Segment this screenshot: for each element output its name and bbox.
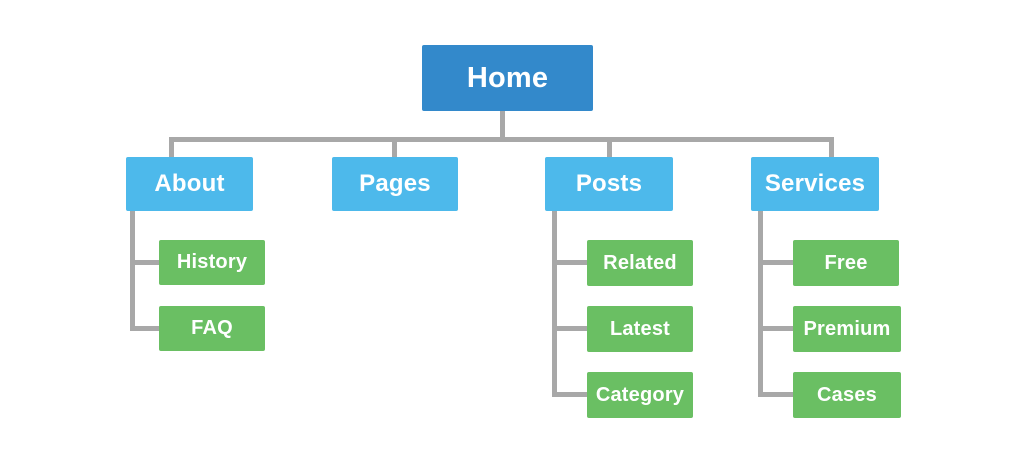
connector-stub-cases <box>758 392 793 397</box>
node-pages: Pages <box>332 157 458 211</box>
connector-home-drop <box>500 111 505 142</box>
connector-stub-related <box>552 260 587 265</box>
connector-services-spine <box>758 211 763 397</box>
connector-about-spine <box>130 211 135 331</box>
connector-posts-spine <box>552 211 557 397</box>
node-premium: Premium <box>793 306 901 352</box>
connector-stub-category <box>552 392 587 397</box>
node-about: About <box>126 157 253 211</box>
connector-stub-history <box>130 260 159 265</box>
connector-level2-bus <box>169 137 834 142</box>
node-history: History <box>159 240 265 285</box>
node-posts: Posts <box>545 157 673 211</box>
node-faq: FAQ <box>159 306 265 351</box>
connector-stub-faq <box>130 326 159 331</box>
node-home: Home <box>422 45 593 111</box>
node-related: Related <box>587 240 693 286</box>
node-free: Free <box>793 240 899 286</box>
node-cases: Cases <box>793 372 901 418</box>
connector-stub-premium <box>758 326 793 331</box>
connector-drop-pages <box>392 137 397 158</box>
connector-stub-latest <box>552 326 587 331</box>
connector-drop-posts <box>607 137 612 158</box>
connector-drop-services <box>829 137 834 158</box>
connector-drop-about <box>169 137 174 158</box>
node-services: Services <box>751 157 879 211</box>
node-latest: Latest <box>587 306 693 352</box>
connector-stub-free <box>758 260 793 265</box>
node-category: Category <box>587 372 693 418</box>
